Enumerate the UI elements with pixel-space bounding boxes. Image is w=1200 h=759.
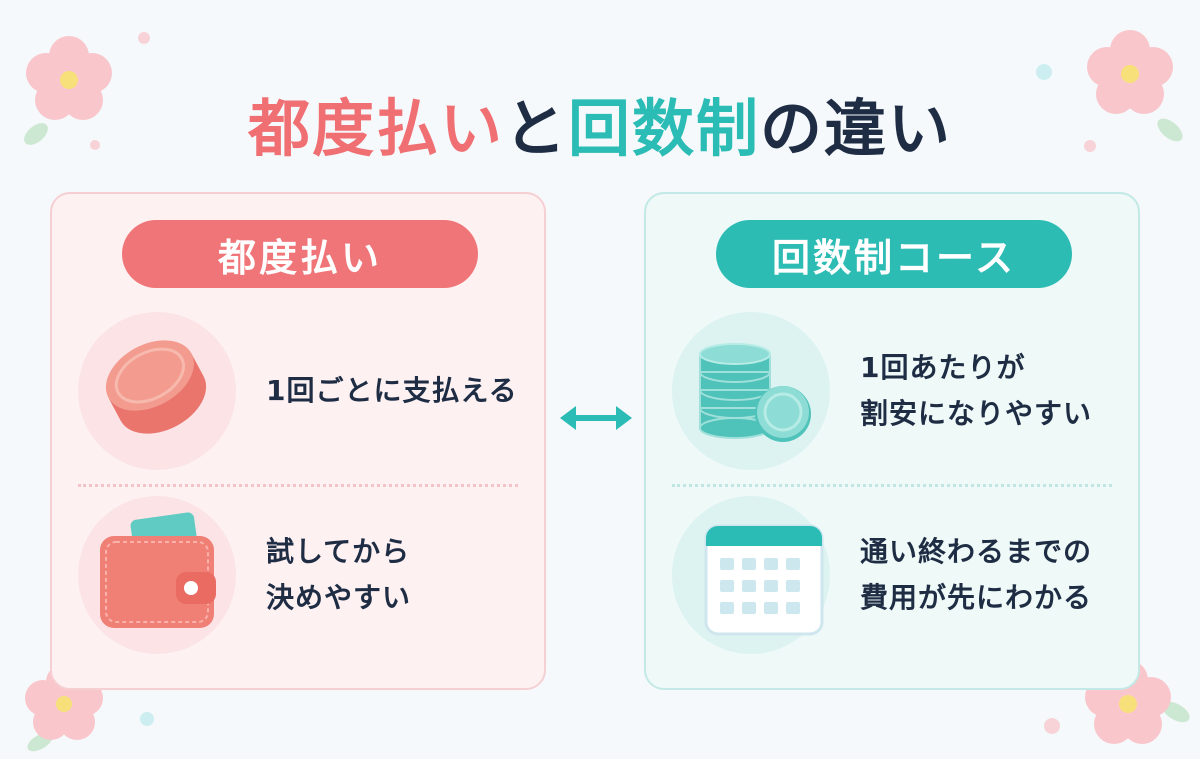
pay-each-time-row-2: 試してから 決めやすい	[52, 496, 544, 656]
divider	[672, 484, 1112, 487]
pay-each-time-heading: 都度払い	[122, 220, 478, 288]
pay-each-time-row-1: 1回ごとに支払える	[52, 312, 544, 472]
course-card: 回数制コース 1回あたりが 割安になりやすい	[644, 192, 1140, 690]
text-line: 1回あたりが	[860, 351, 1026, 384]
course-row-1: 1回あたりが 割安になりやすい	[646, 312, 1138, 472]
course-text-1: 1回あたりが 割安になりやすい	[860, 312, 1130, 470]
flower-icon	[1087, 30, 1183, 142]
text-line: 費用が先にわかる	[860, 581, 1093, 614]
text-line: 試してから	[266, 535, 411, 568]
coin-icon	[105, 340, 207, 434]
wallet-icon	[100, 512, 216, 628]
pay-each-time-card: 都度払い 1回ごとに支払える	[50, 192, 546, 690]
coin-icon-circle	[78, 312, 236, 470]
course-text-2: 通い終わるまでの 費用が先にわかる	[860, 496, 1130, 654]
text-line: 通い終わるまでの	[860, 535, 1093, 568]
title-part-and: と	[503, 92, 568, 165]
wallet-icon-circle	[78, 496, 236, 654]
text-line: 1回ごとに支払える	[266, 374, 518, 407]
calendar-icon-circle	[672, 496, 830, 654]
double-arrow-icon	[560, 406, 632, 430]
coin-stack-icon-circle	[672, 312, 830, 470]
pay-each-time-text-2: 試してから 決めやすい	[266, 496, 536, 654]
page-title: 都度払いと回数制の違い	[0, 78, 1200, 168]
course-heading: 回数制コース	[716, 220, 1072, 288]
title-part-course: 回数制	[568, 92, 761, 165]
flower-icon	[24, 36, 112, 145]
title-part-difference: の違い	[760, 92, 953, 165]
coin-stack-icon	[699, 343, 811, 442]
title-part-pay-each-time: 都度払い	[247, 92, 504, 165]
pay-each-time-text-1: 1回ごとに支払える	[266, 312, 536, 470]
calendar-icon	[704, 524, 824, 636]
divider	[78, 484, 518, 487]
text-line: 割安になりやすい	[860, 397, 1093, 430]
text-line: 決めやすい	[266, 581, 412, 614]
course-row-2: 通い終わるまでの 費用が先にわかる	[646, 496, 1138, 656]
